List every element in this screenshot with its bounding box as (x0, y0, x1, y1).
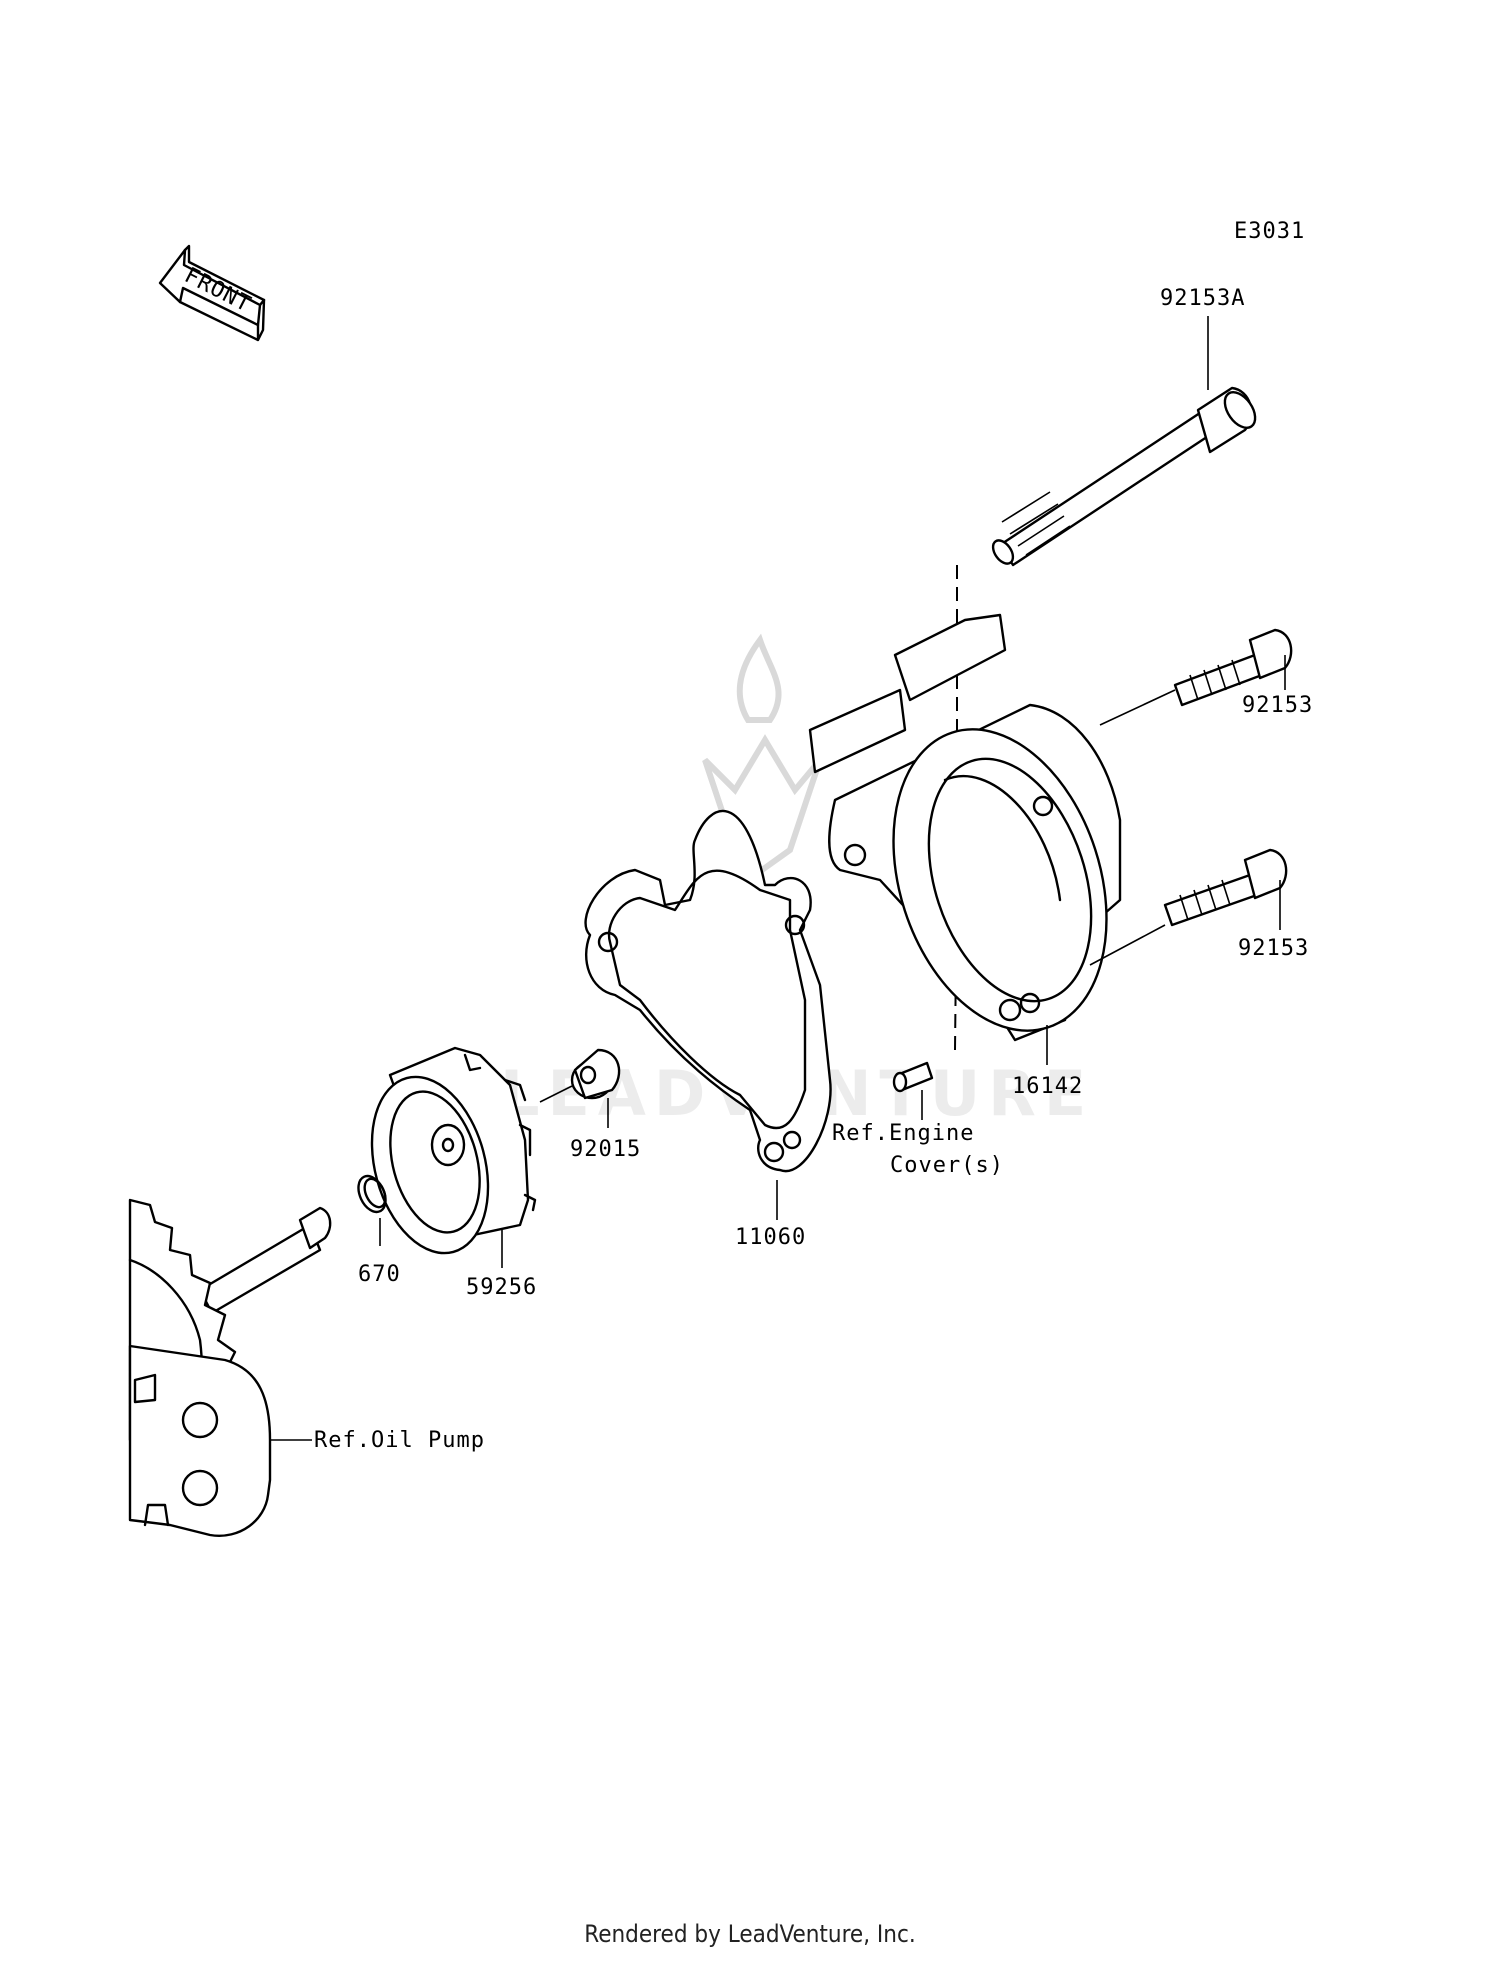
ref-oil-pump: Ref.Oil Pump (314, 1428, 485, 1453)
washer-92015 (539, 1048, 621, 1128)
label-670: 670 (358, 1262, 401, 1287)
ref-engine-line1: Ref.Engine (832, 1121, 974, 1146)
bolt-92153-upper (1099, 628, 1293, 726)
label-92153-lower: 92153 (1238, 936, 1309, 961)
label-92153-upper: 92153 (1242, 693, 1313, 718)
gasket-11060 (584, 809, 832, 1220)
oil-pump (128, 1198, 332, 1537)
footer-credit: Rendered by LeadVenture, Inc. (584, 1920, 915, 1948)
bolt-92153A (991, 316, 1257, 567)
label-16142: 16142 (1012, 1074, 1083, 1099)
dowel-pin (892, 1061, 934, 1120)
diagram-code: E3031 (1234, 219, 1305, 244)
engine-cover-housing (808, 613, 1122, 1042)
front-arrow-icon: FRONT (158, 244, 266, 342)
label-59256: 59256 (466, 1275, 537, 1300)
front-arrow-label: FRONT (180, 263, 255, 318)
label-92153A: 92153A (1160, 286, 1245, 311)
o-ring-670 (357, 1174, 387, 1246)
label-11060: 11060 (735, 1225, 806, 1250)
label-92015: 92015 (570, 1137, 641, 1162)
impeller-59256 (370, 1046, 537, 1268)
ref-engine-line2: Cover(s) (890, 1153, 1004, 1178)
bolt-92153-lower (1089, 848, 1288, 966)
